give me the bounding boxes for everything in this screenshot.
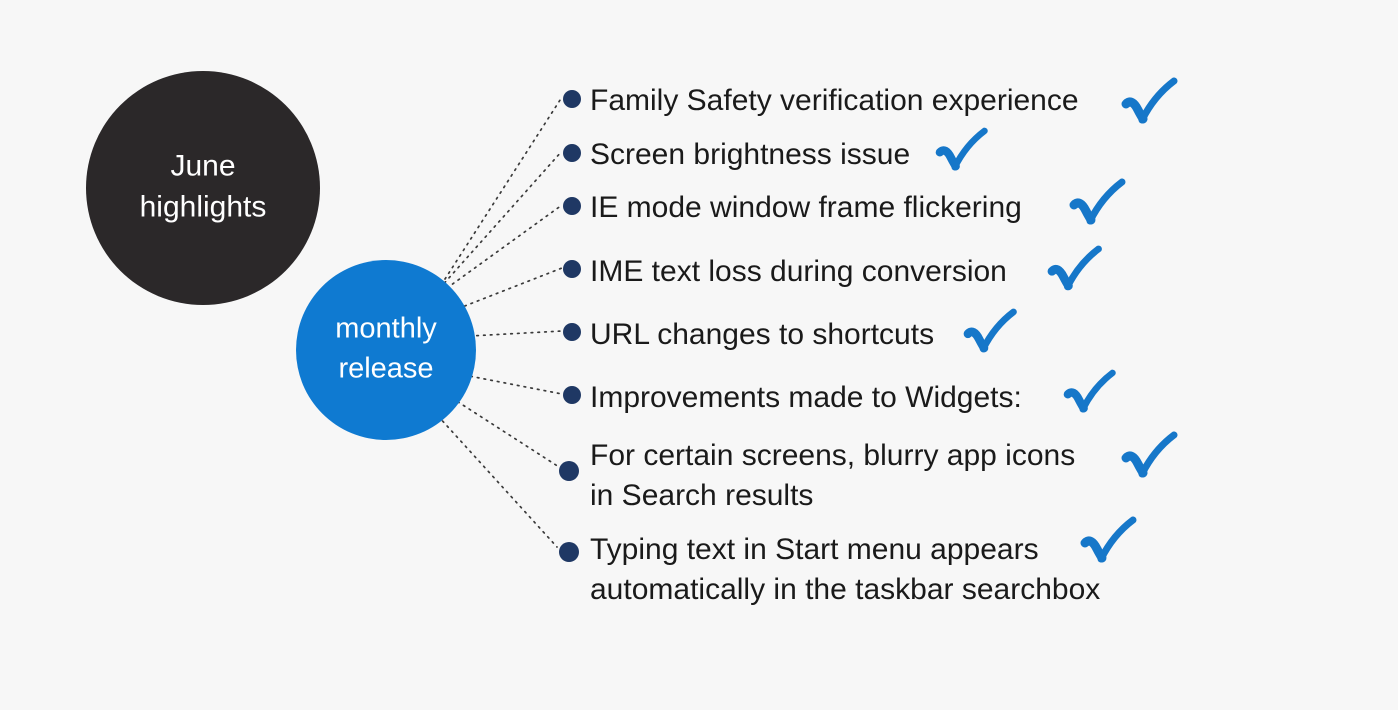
- list-item-text-line-2: automatically in the taskbar searchbox: [590, 573, 1100, 606]
- check-stroke-long-8: [1097, 516, 1137, 563]
- bullet-dot-icon: [559, 542, 579, 562]
- list-item-text-line-1: Family Safety verification experience: [590, 84, 1079, 117]
- list-item[interactable]: IE mode window frame flickering: [563, 178, 1126, 225]
- list-item-text-line-2: in Search results: [590, 479, 813, 512]
- list-item[interactable]: URL changes to shortcuts: [563, 308, 1017, 353]
- bullet-dot-icon: [563, 197, 581, 215]
- blue-checkmark-icon: [1047, 245, 1102, 291]
- check-stroke-tip-5: [1005, 310, 1017, 318]
- check-stroke-tip-3: [1114, 180, 1125, 188]
- check-stroke-long-7: [1138, 431, 1178, 478]
- check-stroke-tip-8: [1125, 518, 1136, 526]
- blue-checkmark-icon: [1121, 431, 1178, 478]
- list-item-text-line-1: Screen brightness issue: [590, 138, 910, 171]
- monthly-release-circle[interactable]: [296, 260, 476, 440]
- june-highlights-circle[interactable]: [86, 71, 320, 305]
- list-items-group: Family Safety verification experienceScr…: [559, 77, 1178, 606]
- blue-checkmark-icon: [1121, 77, 1178, 124]
- connector-lines-group: [435, 96, 563, 548]
- check-stroke-long-1: [1138, 77, 1178, 124]
- check-stroke-long-2: [951, 127, 988, 171]
- bullet-dot-icon: [563, 323, 581, 341]
- monthly-release-label-line-1: monthly: [335, 313, 437, 345]
- connector-line-6: [463, 374, 563, 395]
- connector-line-4: [451, 267, 563, 312]
- list-item-text-line-1: Typing text in Start menu appears: [590, 533, 1039, 566]
- connector-line-5: [469, 330, 563, 337]
- blue-checkmark-icon: [1063, 369, 1116, 413]
- june-highlights-label-line-2: highlights: [140, 190, 267, 223]
- check-stroke-tip-7: [1166, 433, 1177, 441]
- check-stroke-long-3: [1086, 178, 1126, 225]
- monthly-release-label-line-2: release: [338, 353, 433, 385]
- bullet-dot-icon: [559, 461, 579, 481]
- connector-line-1: [444, 96, 563, 280]
- list-item-text-line-1: URL changes to shortcuts: [590, 318, 934, 351]
- bullet-dot-icon: [563, 144, 581, 162]
- blue-checkmark-icon: [935, 127, 988, 171]
- connector-line-3: [435, 204, 563, 297]
- list-item-text-line-1: IME text loss during conversion: [590, 255, 1007, 288]
- list-item[interactable]: Family Safety verification experience: [563, 77, 1178, 124]
- connector-line-2: [439, 150, 563, 289]
- check-stroke-long-4: [1064, 245, 1102, 291]
- list-item[interactable]: Improvements made to Widgets:: [563, 369, 1116, 414]
- list-item-text-line-1: IE mode window frame flickering: [590, 191, 1022, 224]
- connector-line-7: [451, 397, 560, 468]
- blue-checkmark-icon: [1080, 516, 1137, 563]
- check-stroke-tip-6: [1105, 371, 1116, 379]
- blue-checkmark-icon: [1069, 178, 1126, 225]
- june-highlights-label-line-1: June: [170, 149, 235, 182]
- list-item[interactable]: For certain screens, blurry app icons in …: [559, 431, 1178, 512]
- connector-line-8: [437, 415, 558, 548]
- check-stroke-long-5: [979, 308, 1017, 353]
- spoke-node-group[interactable]: monthly release: [296, 260, 476, 440]
- list-item[interactable]: Screen brightness issue: [563, 127, 988, 171]
- hub-node-group[interactable]: June highlights: [86, 71, 320, 305]
- check-stroke-tip-4: [1090, 247, 1102, 255]
- bullet-dot-icon: [563, 260, 581, 278]
- check-stroke-long-6: [1079, 369, 1116, 413]
- check-stroke-tip-2: [977, 129, 988, 137]
- check-stroke-tip-1: [1166, 79, 1177, 87]
- bullet-dot-icon: [563, 386, 581, 404]
- list-item-text-line-1: For certain screens, blurry app icons: [590, 439, 1075, 472]
- list-item[interactable]: IME text loss during conversion: [563, 245, 1102, 291]
- list-item-text-line-1: Improvements made to Widgets:: [590, 381, 1022, 414]
- blue-checkmark-icon: [963, 308, 1017, 353]
- list-item[interactable]: Typing text in Start menu appears automat…: [559, 516, 1137, 606]
- bullet-dot-icon: [563, 90, 581, 108]
